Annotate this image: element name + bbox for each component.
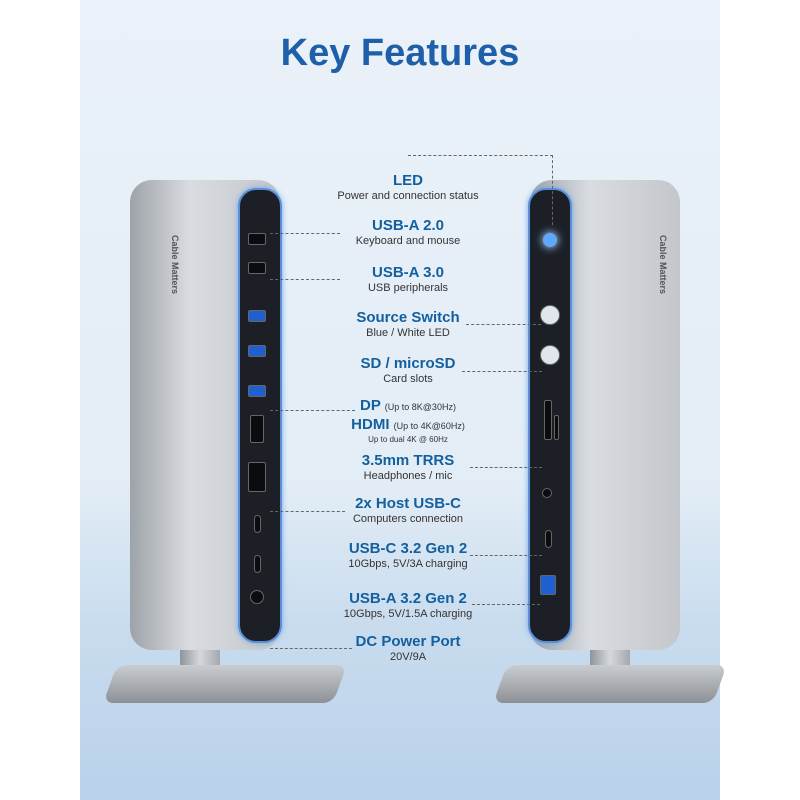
usb-a2-port (248, 262, 266, 274)
leader-line (270, 648, 352, 649)
hdmi-port (248, 462, 266, 492)
leader-line (470, 555, 542, 556)
leader-line (472, 604, 540, 605)
dc-port (250, 590, 264, 604)
leader-line (270, 279, 340, 280)
leader-line (270, 410, 355, 411)
feature-hdmi: HDMI (Up to 4K@60Hz)Up to dual 4K @ 60Hz (351, 416, 465, 444)
led-icon (542, 232, 558, 248)
source-switch-button (540, 345, 560, 365)
dp-port (250, 415, 264, 443)
usb-a2-port (248, 233, 266, 245)
brand-logo: Cable Matters (170, 235, 180, 295)
microsd-slot (554, 415, 559, 440)
usb-a-port (540, 575, 556, 595)
leader-line (408, 155, 553, 156)
feature-dp: DP (Up to 8K@30Hz) (360, 397, 456, 414)
leader-line (270, 511, 345, 512)
right-dock-base (493, 665, 727, 703)
leader-line (470, 467, 542, 468)
left-dock-base (103, 665, 347, 703)
sd-slot (544, 400, 552, 440)
usb-a3-port (248, 385, 266, 397)
usb-c-port (254, 555, 261, 573)
leader-line (270, 233, 340, 234)
leader-line (462, 371, 542, 372)
usb-c-port (545, 530, 552, 548)
usb-a3-port (248, 310, 266, 322)
audio-jack (542, 488, 552, 498)
leader-line (552, 155, 553, 225)
usb-c-port (254, 515, 261, 533)
usb-a3-port (248, 345, 266, 357)
brand-logo: Cable Matters (658, 235, 668, 295)
source-switch-button (540, 305, 560, 325)
page-title: Key Features (280, 32, 520, 74)
leader-line (466, 324, 541, 325)
